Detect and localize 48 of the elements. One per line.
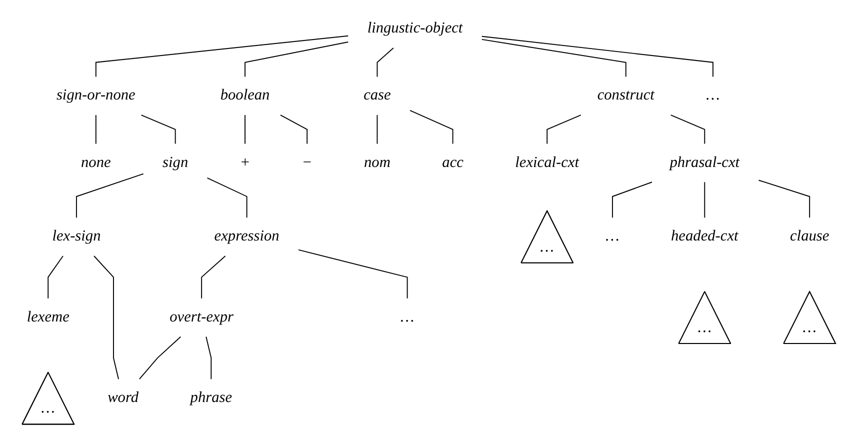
connector	[206, 178, 248, 218]
connector	[244, 42, 349, 78]
node-text: …	[706, 87, 720, 104]
connector	[481, 36, 714, 78]
connector	[206, 336, 212, 380]
node-text: …	[400, 308, 414, 326]
connector	[76, 173, 144, 218]
node-text: acc	[442, 154, 464, 171]
connector	[140, 114, 176, 144]
connector	[546, 114, 582, 144]
node-text: lingustic-object	[367, 20, 463, 37]
node-text: overt-expr	[170, 308, 234, 326]
node-text: word	[108, 390, 139, 406]
connector	[95, 35, 349, 78]
connector	[758, 180, 810, 218]
node-text: construct	[597, 87, 654, 104]
node-text: phrasal-cxt	[670, 154, 740, 171]
node-text: case	[364, 87, 391, 104]
connector	[94, 256, 119, 380]
node-text: headed-cxt	[671, 228, 738, 245]
node-text: none	[81, 154, 111, 171]
connector	[481, 39, 626, 78]
connector	[201, 256, 226, 299]
node-text: lex-sign	[52, 228, 101, 245]
connector	[280, 114, 308, 144]
connector	[704, 182, 706, 218]
node-text: …	[606, 228, 620, 245]
connector	[670, 114, 706, 144]
node-text: clause	[790, 228, 830, 245]
node-text: −	[302, 154, 312, 171]
node-text: sign	[162, 154, 188, 171]
node-text: sign-or-none	[56, 87, 136, 104]
node-text: boolean	[220, 87, 270, 104]
node-text: expression	[214, 228, 280, 245]
connector	[138, 336, 182, 380]
connector	[244, 114, 246, 144]
connector	[612, 182, 652, 218]
connector	[376, 48, 394, 78]
node-text: lexeme	[26, 308, 70, 326]
connector	[95, 114, 96, 144]
connector	[298, 249, 408, 299]
node-text: lexical-cxt	[515, 154, 580, 171]
connector	[376, 114, 378, 144]
node-text: +	[240, 154, 250, 171]
node-text: nom	[364, 154, 390, 171]
connector	[410, 110, 454, 144]
connector	[48, 256, 64, 299]
node-text: phrase	[190, 390, 232, 406]
